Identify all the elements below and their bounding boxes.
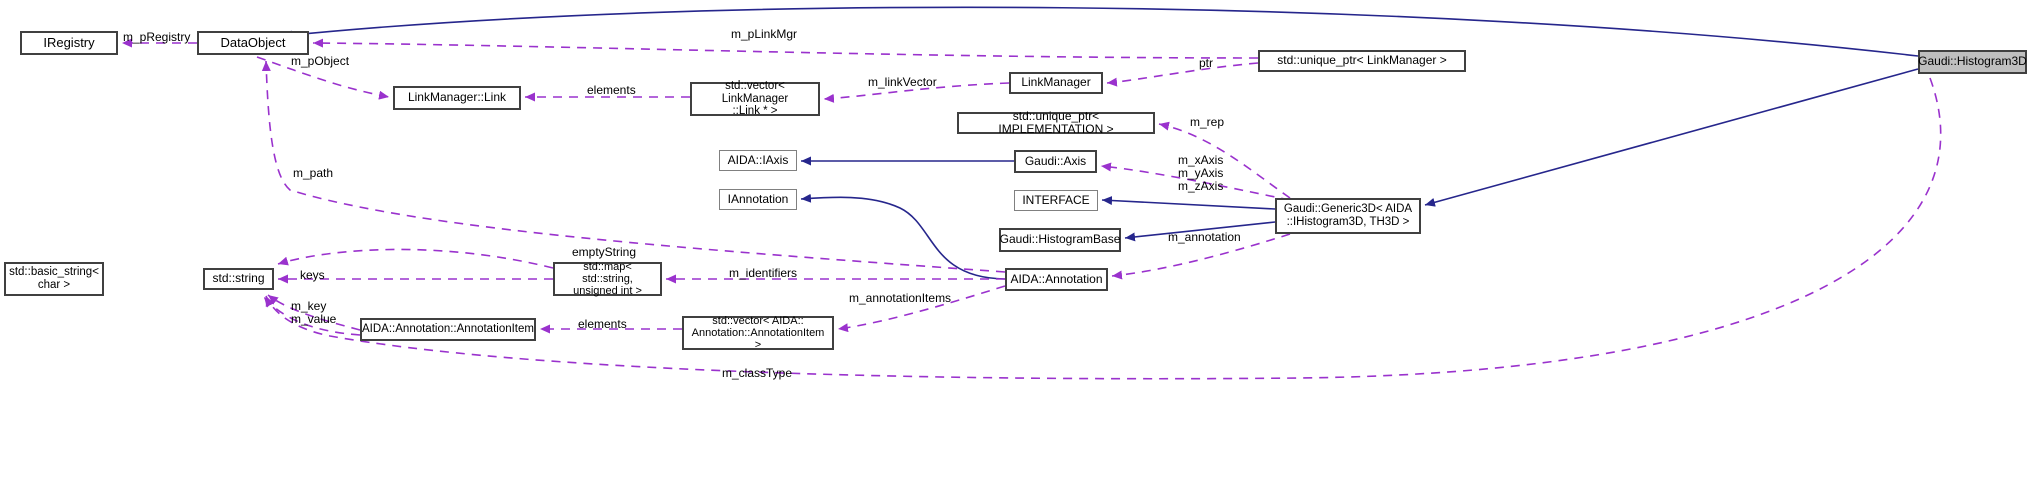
class-label: std::string [212, 271, 265, 286]
class-label: std::vector< AIDA:: Annotation::Annotati… [691, 314, 825, 352]
class-label: std::basic_string< char > [9, 266, 99, 291]
inheritance-edges [281, 6, 1919, 280]
edge-label-m-pobject: m_pObject [291, 54, 350, 68]
class-label: std::unique_ptr< IMPLEMENTATION > [998, 108, 1114, 136]
class-node-vector-annotationitem[interactable]: std::vector< AIDA:: Annotation::Annotati… [682, 314, 834, 352]
class-node-gaudi-generic3d[interactable]: Gaudi::Generic3D< AIDA ::IHistogram3D, T… [1275, 198, 1421, 234]
class-node-annotationitem[interactable]: AIDA::Annotation::AnnotationItem [360, 318, 536, 341]
class-label: DataObject [220, 34, 286, 50]
edge-label-m-plinkmgr: m_pLinkMgr [731, 27, 798, 41]
association-edges [122, 38, 1942, 380]
class-node-vector-linkmanager-link[interactable]: std::vector< LinkManager ::Link * > [690, 79, 820, 118]
edge-label-m-annotationitems: m_annotationItems [849, 291, 952, 305]
class-label: Gaudi::Generic3D< AIDA ::IHistogram3D, T… [1283, 203, 1413, 228]
class-label: std::map< std::string, unsigned int > [573, 260, 642, 298]
class-label: std::unique_ptr< LinkManager > [1277, 53, 1447, 68]
class-node-linkmanager-link[interactable]: LinkManager::Link [393, 86, 521, 110]
class-node-iannotation[interactable]: IAnnotation [719, 189, 797, 210]
class-label: LinkManager::Link [407, 90, 507, 105]
class-node-iregistry[interactable]: IRegistry [20, 31, 118, 55]
class-node-gaudi-histogrambase[interactable]: Gaudi::HistogramBase [999, 228, 1121, 252]
class-label: AIDA::Annotation [1010, 271, 1103, 286]
class-label: INTERFACE [1022, 192, 1090, 207]
class-node-std-string[interactable]: std::string [203, 268, 274, 290]
class-node-unique-ptr-implementation[interactable]: std::unique_ptr< IMPLEMENTATION > [957, 108, 1155, 136]
class-label: AIDA::Annotation::AnnotationItem [362, 323, 534, 336]
class-node-interface[interactable]: INTERFACE [1014, 190, 1098, 211]
edge-label-elements-link: elements [587, 83, 636, 97]
class-node-unique-ptr-linkmanager[interactable]: std::unique_ptr< LinkManager > [1258, 50, 1466, 72]
edge-label-emptystring: emptyString [572, 245, 637, 259]
class-node-dataobject[interactable]: DataObject [197, 31, 309, 55]
edge-label-m-annotation: m_annotation [1168, 230, 1241, 244]
class-node-aida-annotation[interactable]: AIDA::Annotation [1005, 268, 1108, 291]
class-label: Gaudi::Histogram3D [1918, 54, 2027, 69]
class-node-linkmanager[interactable]: LinkManager [1009, 72, 1103, 94]
edge-label-m-xyz-axis: m_xAxis m_yAxis m_zAxis [1178, 153, 1224, 194]
class-node-std-map-string-uint[interactable]: std::map< std::string, unsigned int > [553, 260, 662, 298]
edge-label-elements-annotation: elements [578, 317, 627, 331]
edge-label-m-rep: m_rep [1190, 115, 1225, 129]
class-label: std::vector< LinkManager ::Link * > [721, 79, 789, 118]
class-label: IAnnotation [727, 191, 789, 206]
class-node-gaudi-histogram3d[interactable]: Gaudi::Histogram3D [1918, 50, 2027, 74]
edge-label-m-path: m_path [293, 166, 334, 180]
class-label: AIDA::IAxis [727, 152, 789, 167]
class-node-std-basic-string[interactable]: std::basic_string< char > [4, 262, 104, 296]
edge-label-m-pregistry: m_pRegistry [123, 30, 191, 44]
class-label: LinkManager [1021, 75, 1091, 90]
edge-label-m-classtype: m_classType [722, 366, 793, 380]
edge-label-m-identifiers: m_identifiers [729, 266, 798, 280]
class-label: Gaudi::Axis [1024, 153, 1087, 168]
edge-label-m-linkvector: m_linkVector [868, 75, 937, 89]
class-label: Gaudi::HistogramBase [999, 232, 1121, 247]
class-label: IRegistry [43, 34, 95, 50]
edge-label-ptr: ptr [1199, 56, 1214, 70]
class-node-gaudi-axis[interactable]: Gaudi::Axis [1014, 150, 1097, 173]
edge-label-m-key-m-value: m_key m_value [291, 299, 337, 327]
class-node-aida-iaxis[interactable]: AIDA::IAxis [719, 150, 797, 171]
edge-label-keys: keys [300, 268, 325, 282]
